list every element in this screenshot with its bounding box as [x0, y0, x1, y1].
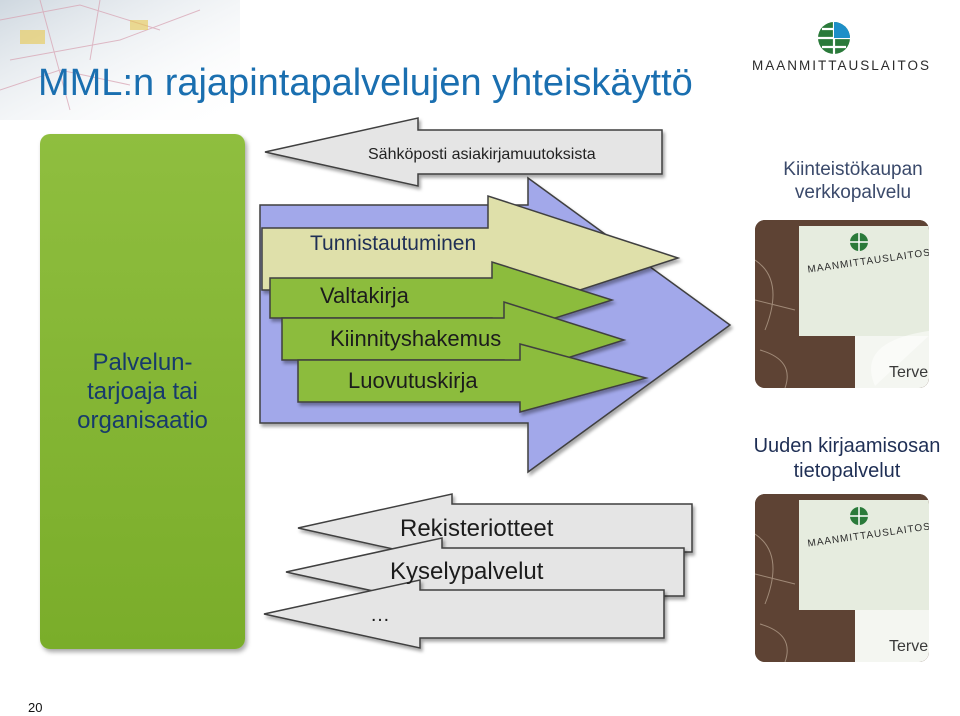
authentication-arrow-label: Tunnistautuminen	[310, 232, 477, 255]
luovutuskirja-label: Luovutuskirja	[348, 368, 478, 393]
thumbnail-greeting: Terve	[889, 638, 929, 655]
service-thumbnail-kiinteistokauppa: MAANMITTAUSLAITOS Terve	[755, 220, 929, 388]
provider-box	[40, 134, 245, 649]
provider-label: Palvelun- tarjoaja tai organisaatio	[40, 348, 245, 435]
arrow-luovutuskirja	[297, 343, 649, 413]
provider-label-text: Palvelun- tarjoaja tai organisaatio	[77, 349, 208, 434]
page-number: 20	[28, 700, 43, 715]
map-thumbnail-image	[755, 220, 929, 388]
email-arrow-label: Sähköposti asiakirjamuutoksista	[368, 146, 596, 163]
kiinnityshakemus-label: Kiinnityshakemus	[330, 326, 502, 351]
service-label-text: Kiinteistökaupan verkkopalvelu	[783, 159, 923, 203]
valtakirja-label: Valtakirja	[320, 283, 409, 308]
service-thumbnail-kirjaamisosa: MAANMITTAUSLAITOS Terve	[755, 494, 929, 662]
service-label-kiinteistokauppa: Kiinteistökaupan verkkopalvelu	[748, 158, 958, 204]
map-thumbnail-image	[755, 494, 929, 662]
kyselypalvelut-label: Kyselypalvelut	[390, 558, 544, 585]
service-label-kirjaamisosa: Uuden kirjaamisosan tietopalvelut	[732, 434, 960, 484]
rekisteriotteet-label: Rekisteriotteet	[400, 515, 554, 542]
map-decoration	[0, 0, 240, 120]
page-title: MML:n rajapintapalvelujen yhteiskäyttö	[38, 62, 693, 104]
arrow-more	[263, 579, 665, 649]
more-services-label: …	[370, 604, 390, 626]
mml-globe-logo-icon	[818, 22, 850, 54]
logo-wordmark: MAANMITTAUSLAITOS	[752, 58, 932, 73]
service-label-text: Uuden kirjaamisosan tietopalvelut	[753, 435, 941, 482]
thumbnail-greeting: Terve	[889, 364, 929, 381]
arrow-email	[264, 117, 663, 187]
